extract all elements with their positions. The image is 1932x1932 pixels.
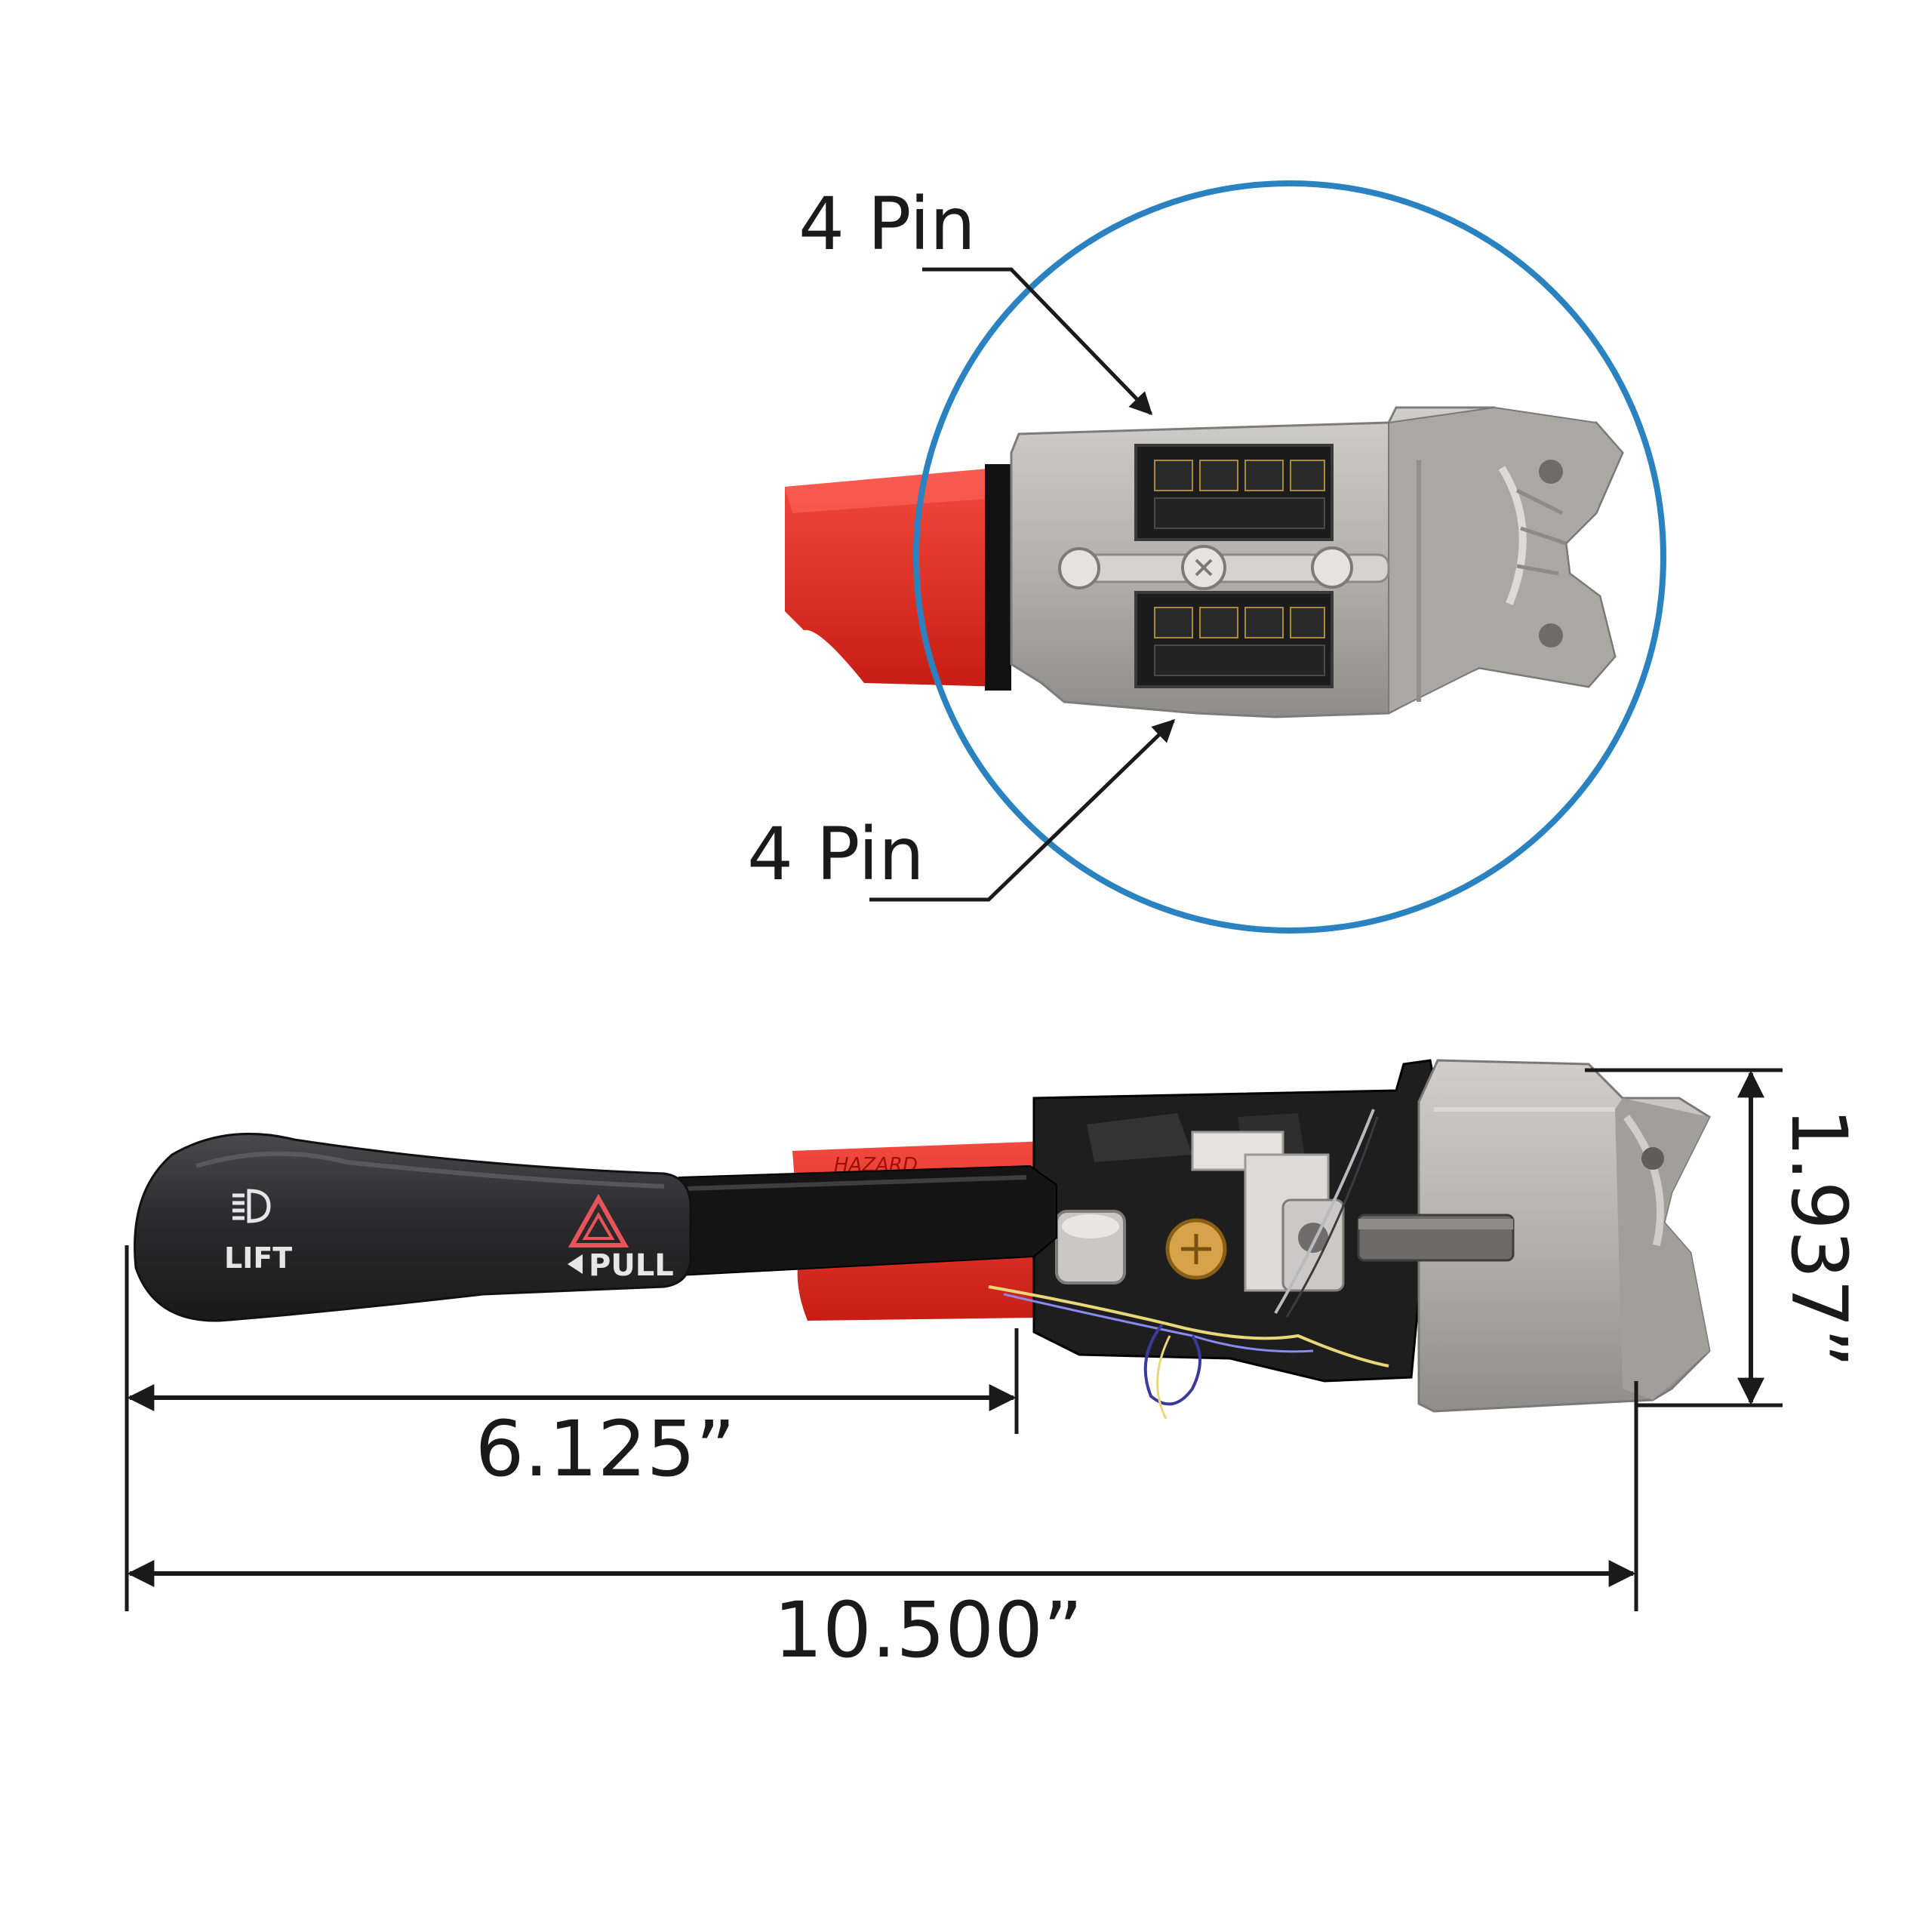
screw-right-icon: [1311, 546, 1353, 589]
screw-left-icon: [1058, 547, 1100, 589]
top-pin-label: 4 Pin: [798, 182, 976, 266]
wire-harness: [988, 1285, 1389, 1367]
red-tab: [785, 468, 1004, 687]
bottom-pin-callout: 4 Pin: [747, 718, 1176, 902]
height-label: 1.937”: [1774, 1108, 1863, 1368]
connector-detail: [785, 406, 1624, 718]
pull-label: PULL: [589, 1248, 674, 1283]
overall-length-label: 10.500”: [774, 1586, 1083, 1675]
hazard-triangle-icon: [568, 1193, 629, 1247]
bottom-pin-label: 4 Pin: [747, 812, 924, 897]
headlight-icon: [232, 1189, 271, 1223]
upper-connector-4pin: [1134, 444, 1334, 541]
dimension-lines: 6.125” 10.500” 1.937”: [125, 1068, 1863, 1675]
arrow-left-icon: [568, 1254, 583, 1274]
lift-label: LIFT: [224, 1241, 292, 1275]
top-pin-callout: 4 Pin: [798, 182, 1153, 416]
rubber-grommet: [985, 464, 1011, 691]
switch-assembly: HAZARD: [134, 1059, 1711, 1420]
short-length-label: 6.125”: [475, 1404, 736, 1494]
zoom-circle: [913, 180, 1666, 934]
lower-connector-4pin: [1134, 591, 1334, 688]
